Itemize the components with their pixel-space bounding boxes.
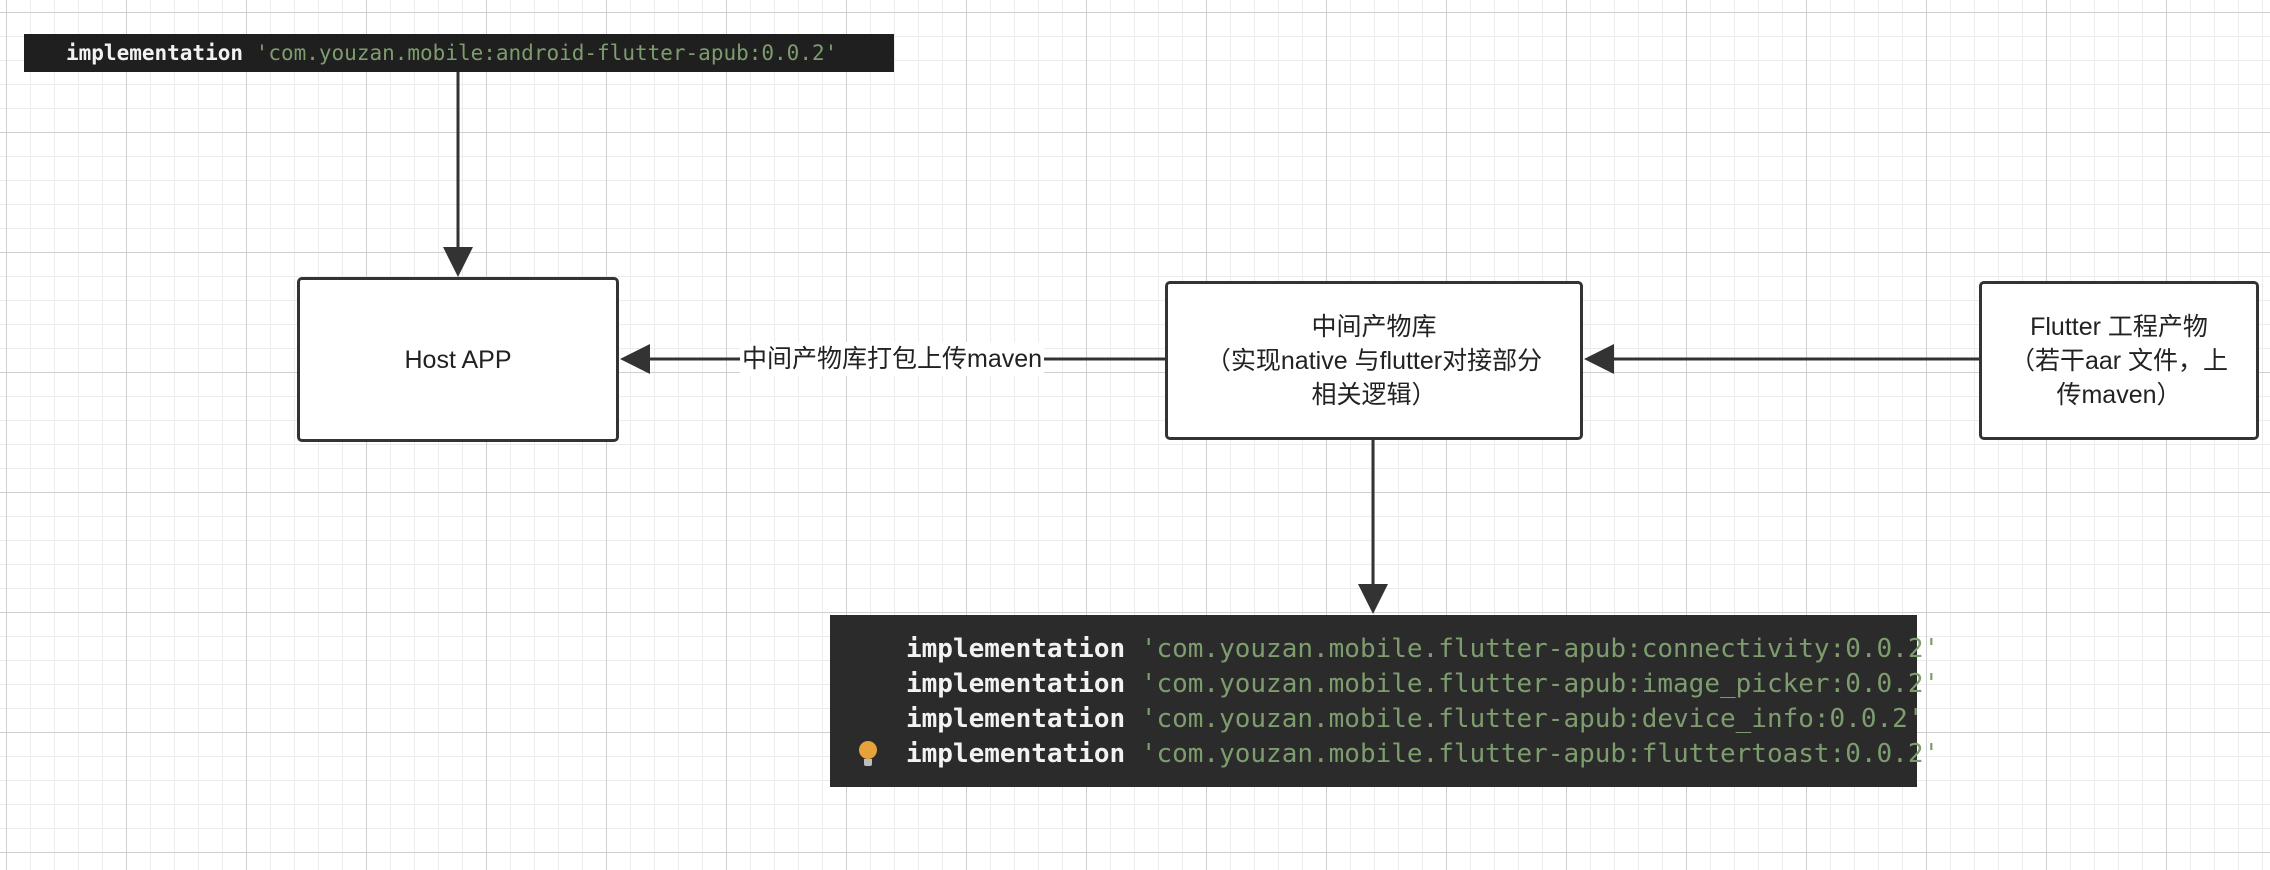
dependency-keyword: implementation <box>906 669 1126 699</box>
dependency-value: 'com.youzan.mobile.flutter-apub:connecti… <box>1140 634 1940 664</box>
top-dependency-keyword: implementation <box>66 41 244 65</box>
flutter-box-line-3: 传maven） <box>2056 380 2182 409</box>
middle-box-line-1: 中间产物库 <box>1311 312 1437 341</box>
dependency-keyword: implementation <box>906 739 1126 769</box>
bottom-dependencies-snippet: implementation 'com.youzan.mobile.flutte… <box>830 615 1939 787</box>
dependency-value: 'com.youzan.mobile.flutter-apub:image_pi… <box>1140 669 1940 699</box>
top-dependency-value: 'com.youzan.mobile:android-flutter-apub:… <box>255 41 838 65</box>
host-app-box: Host APP <box>297 277 619 442</box>
host-app-label: Host APP <box>404 345 512 374</box>
middle-artifact-library-box: 中间产物库 （实现native 与flutter对接部分 相关逻辑） <box>1165 281 1583 440</box>
dependency-line: implementation 'com.youzan.mobile.flutte… <box>906 632 1939 667</box>
dependency-keyword: implementation <box>906 634 1126 664</box>
lightbulb-icon[interactable] <box>859 741 877 766</box>
flutter-artifacts-box: Flutter 工程产物 （若干aar 文件，上 传maven） <box>1979 281 2259 440</box>
middle-box-line-3: 相关逻辑） <box>1311 380 1437 409</box>
flutter-box-line-2: （若干aar 文件，上 <box>2009 346 2229 375</box>
dependency-value: 'com.youzan.mobile.flutter-apub:fluttert… <box>1140 739 1940 769</box>
top-dependency-snippet: implementation 'com.youzan.mobile:androi… <box>24 34 894 72</box>
edge-label-upload-maven: 中间产物库打包上传maven <box>740 342 1045 376</box>
middle-box-line-2: （实现native 与flutter对接部分 <box>1205 346 1543 375</box>
dependency-value: 'com.youzan.mobile.flutter-apub:device_i… <box>1140 704 1924 734</box>
flutter-box-line-1: Flutter 工程产物 <box>2030 312 2208 341</box>
dependency-line: implementation 'com.youzan.mobile.flutte… <box>906 702 1923 737</box>
dependency-keyword: implementation <box>906 704 1126 734</box>
dependency-line: implementation 'com.youzan.mobile.flutte… <box>906 667 1939 702</box>
dependency-line: implementation 'com.youzan.mobile.flutte… <box>906 737 1939 772</box>
